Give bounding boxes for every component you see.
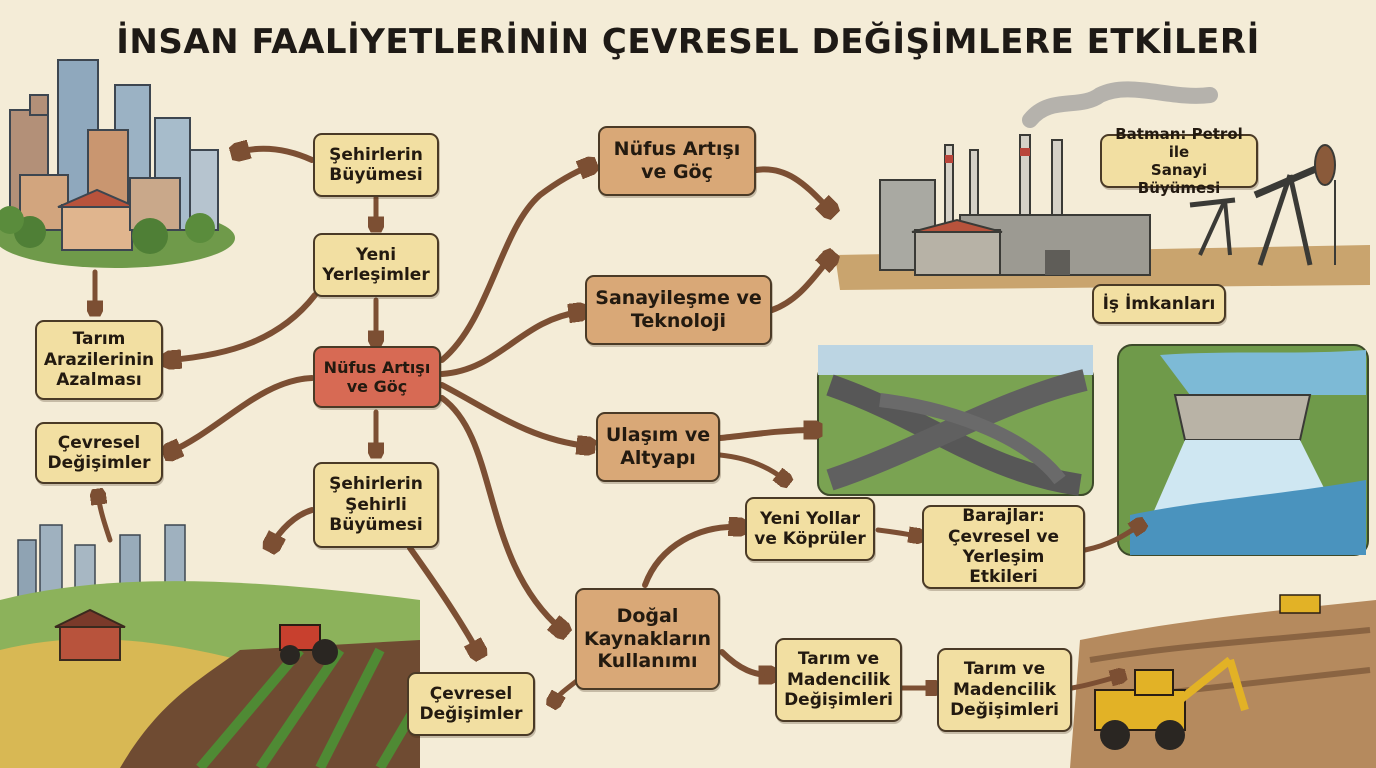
factory-illustration <box>835 81 1370 290</box>
highway-illustration <box>817 345 1094 496</box>
node-cevresel-degisimler-bottom: Çevresel Değişimler <box>407 672 535 736</box>
node-sehirlerin-sehirli-buyumesi: Şehirlerin Şehirli Büyümesi <box>313 462 439 548</box>
node-tarim-arazilerinin-azalmasi: Tarım Arazilerinin Azalması <box>35 320 163 400</box>
node-label: Yeni Yollar ve Köprüler <box>754 508 866 549</box>
label-batman: Batman: Petrol ile Sanayi Büyümesi <box>1100 125 1258 197</box>
node-dogal-kaynaklar: Doğal Kaynakların Kullanımı <box>575 588 720 690</box>
node-tarim-madencilik-1: Tarım ve Madencilik Değişimleri <box>775 638 902 722</box>
node-tarim-madencilik-2: Tarım ve Madencilik Değişimleri <box>937 648 1072 732</box>
dam-illustration <box>1117 344 1369 556</box>
node-label: Barajlar: Çevresel ve Yerleşim Etkileri <box>947 506 1059 588</box>
node-label: Çevresel Değişimler <box>47 432 151 473</box>
node-yeni-yollar: Yeni Yollar ve Köprüler <box>745 497 875 561</box>
label-is-imkanlari: İş İmkanları <box>1092 284 1226 324</box>
node-label: İş İmkanları <box>1102 293 1216 314</box>
node-sanayilesme: Sanayileşme ve Teknoloji <box>585 275 772 345</box>
node-nufus-artisi-top: Nüfus Artışı ve Göç <box>598 126 756 196</box>
node-cevresel-degisimler-left: Çevresel Değişimler <box>35 422 163 484</box>
node-label: Batman: Petrol ile Sanayi Büyümesi <box>1115 125 1243 197</box>
node-label: Ulaşım ve Altyapı <box>605 424 711 469</box>
node-ulasim: Ulaşım ve Altyapı <box>596 412 720 482</box>
node-label: Tarım Arazilerinin Azalması <box>43 329 155 391</box>
city-illustration <box>0 59 235 268</box>
node-nufus-artisi-center: Nüfus Artışı ve Göç <box>313 346 441 408</box>
node-yeni-yerlesimler: Yeni Yerleşimler <box>313 233 439 297</box>
node-label: Yeni Yerleşimler <box>322 244 430 285</box>
diagram-title: İNSAN FAALİYETLERİNİN ÇEVRESEL DEĞİŞİMLE… <box>116 22 1260 62</box>
node-label: Tarım ve Madencilik Değişimleri <box>784 649 893 711</box>
node-sehirlerin-buyumesi: Şehirlerin Büyümesi <box>313 133 439 197</box>
node-barajlar: Barajlar: Çevresel ve Yerleşim Etkileri <box>922 505 1085 589</box>
mining-illustration <box>1070 594 1376 768</box>
farm-illustration <box>0 524 425 768</box>
node-label: Çevresel Değişimler <box>419 683 523 724</box>
node-label: Doğal Kaynakların Kullanımı <box>583 604 712 673</box>
node-label: Nüfus Artışı ve Göç <box>323 357 431 396</box>
node-label: Tarım ve Madencilik Değişimleri <box>950 659 1059 721</box>
node-label: Nüfus Artışı ve Göç <box>613 138 741 183</box>
node-label: Şehirlerin Büyümesi <box>329 144 423 185</box>
node-label: Şehirlerin Şehirli Büyümesi <box>329 474 423 536</box>
node-label: Sanayileşme ve Teknoloji <box>595 287 762 332</box>
